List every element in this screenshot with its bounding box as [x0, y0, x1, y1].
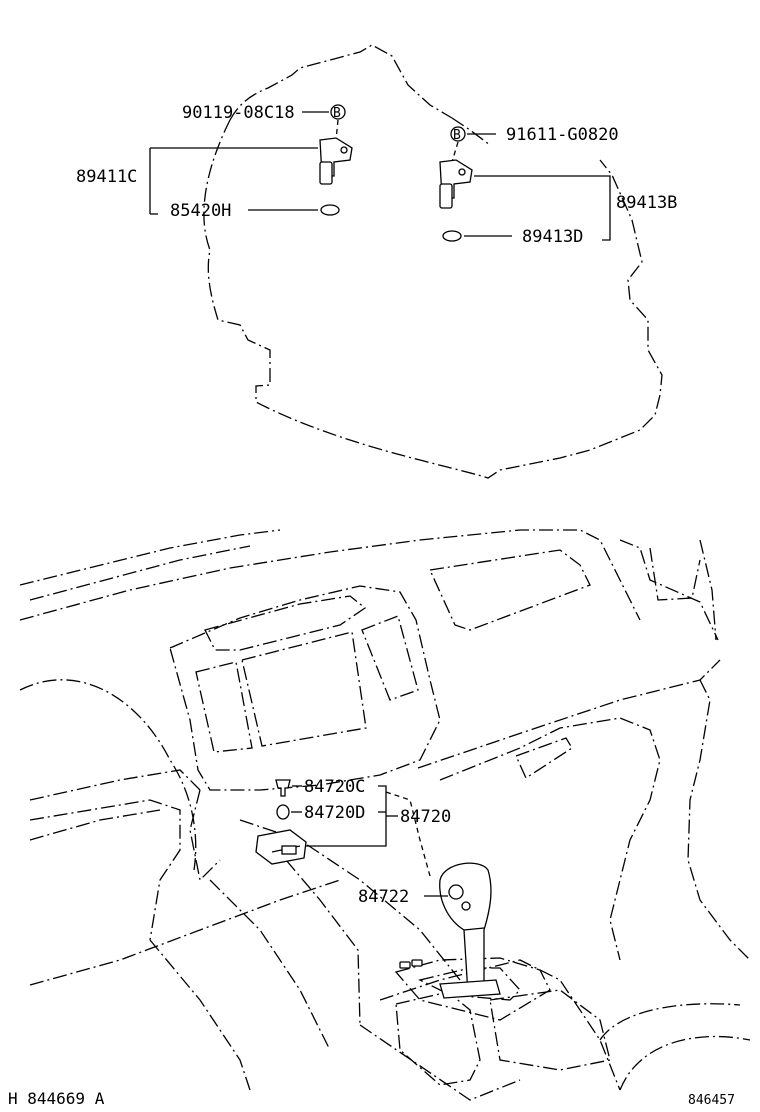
label-84720c: 84720C: [304, 777, 365, 797]
label-89411c: 89411C: [76, 167, 137, 187]
label-84720d: 84720D: [304, 803, 365, 823]
bolt-90119[interactable]: B: [330, 104, 346, 121]
speed-sensor-right[interactable]: [439, 159, 473, 209]
clip-pieces: [399, 959, 423, 969]
o-ring-left[interactable]: [320, 204, 340, 216]
label-84722: 84722: [358, 887, 409, 907]
label-85420h: 85420H: [170, 201, 231, 221]
label-84720: 84720: [400, 807, 451, 827]
label-89413d: 89413D: [522, 227, 583, 247]
shift-knob-84722[interactable]: [439, 862, 501, 999]
svg-text:B: B: [453, 128, 461, 143]
o-ring-right[interactable]: [442, 230, 462, 242]
footer-code-left: H 844669 A: [8, 1089, 105, 1108]
label-91611-g0820: 91611-G0820: [506, 125, 619, 145]
switch-assembly-84720[interactable]: [255, 829, 307, 865]
speed-sensor-left[interactable]: [319, 137, 353, 185]
label-89413b: 89413B: [616, 193, 677, 213]
switch-part-84720d[interactable]: [276, 804, 290, 820]
dashboard-outline: [19, 529, 751, 1101]
engine-outline: [203, 44, 663, 479]
switch-part-84720c[interactable]: [275, 779, 291, 797]
bolt-91611[interactable]: B: [450, 126, 466, 143]
svg-text:B: B: [333, 106, 341, 121]
footer-code-right: 846457: [688, 1093, 735, 1108]
label-90119-08c18: 90119-08C18: [182, 103, 295, 123]
